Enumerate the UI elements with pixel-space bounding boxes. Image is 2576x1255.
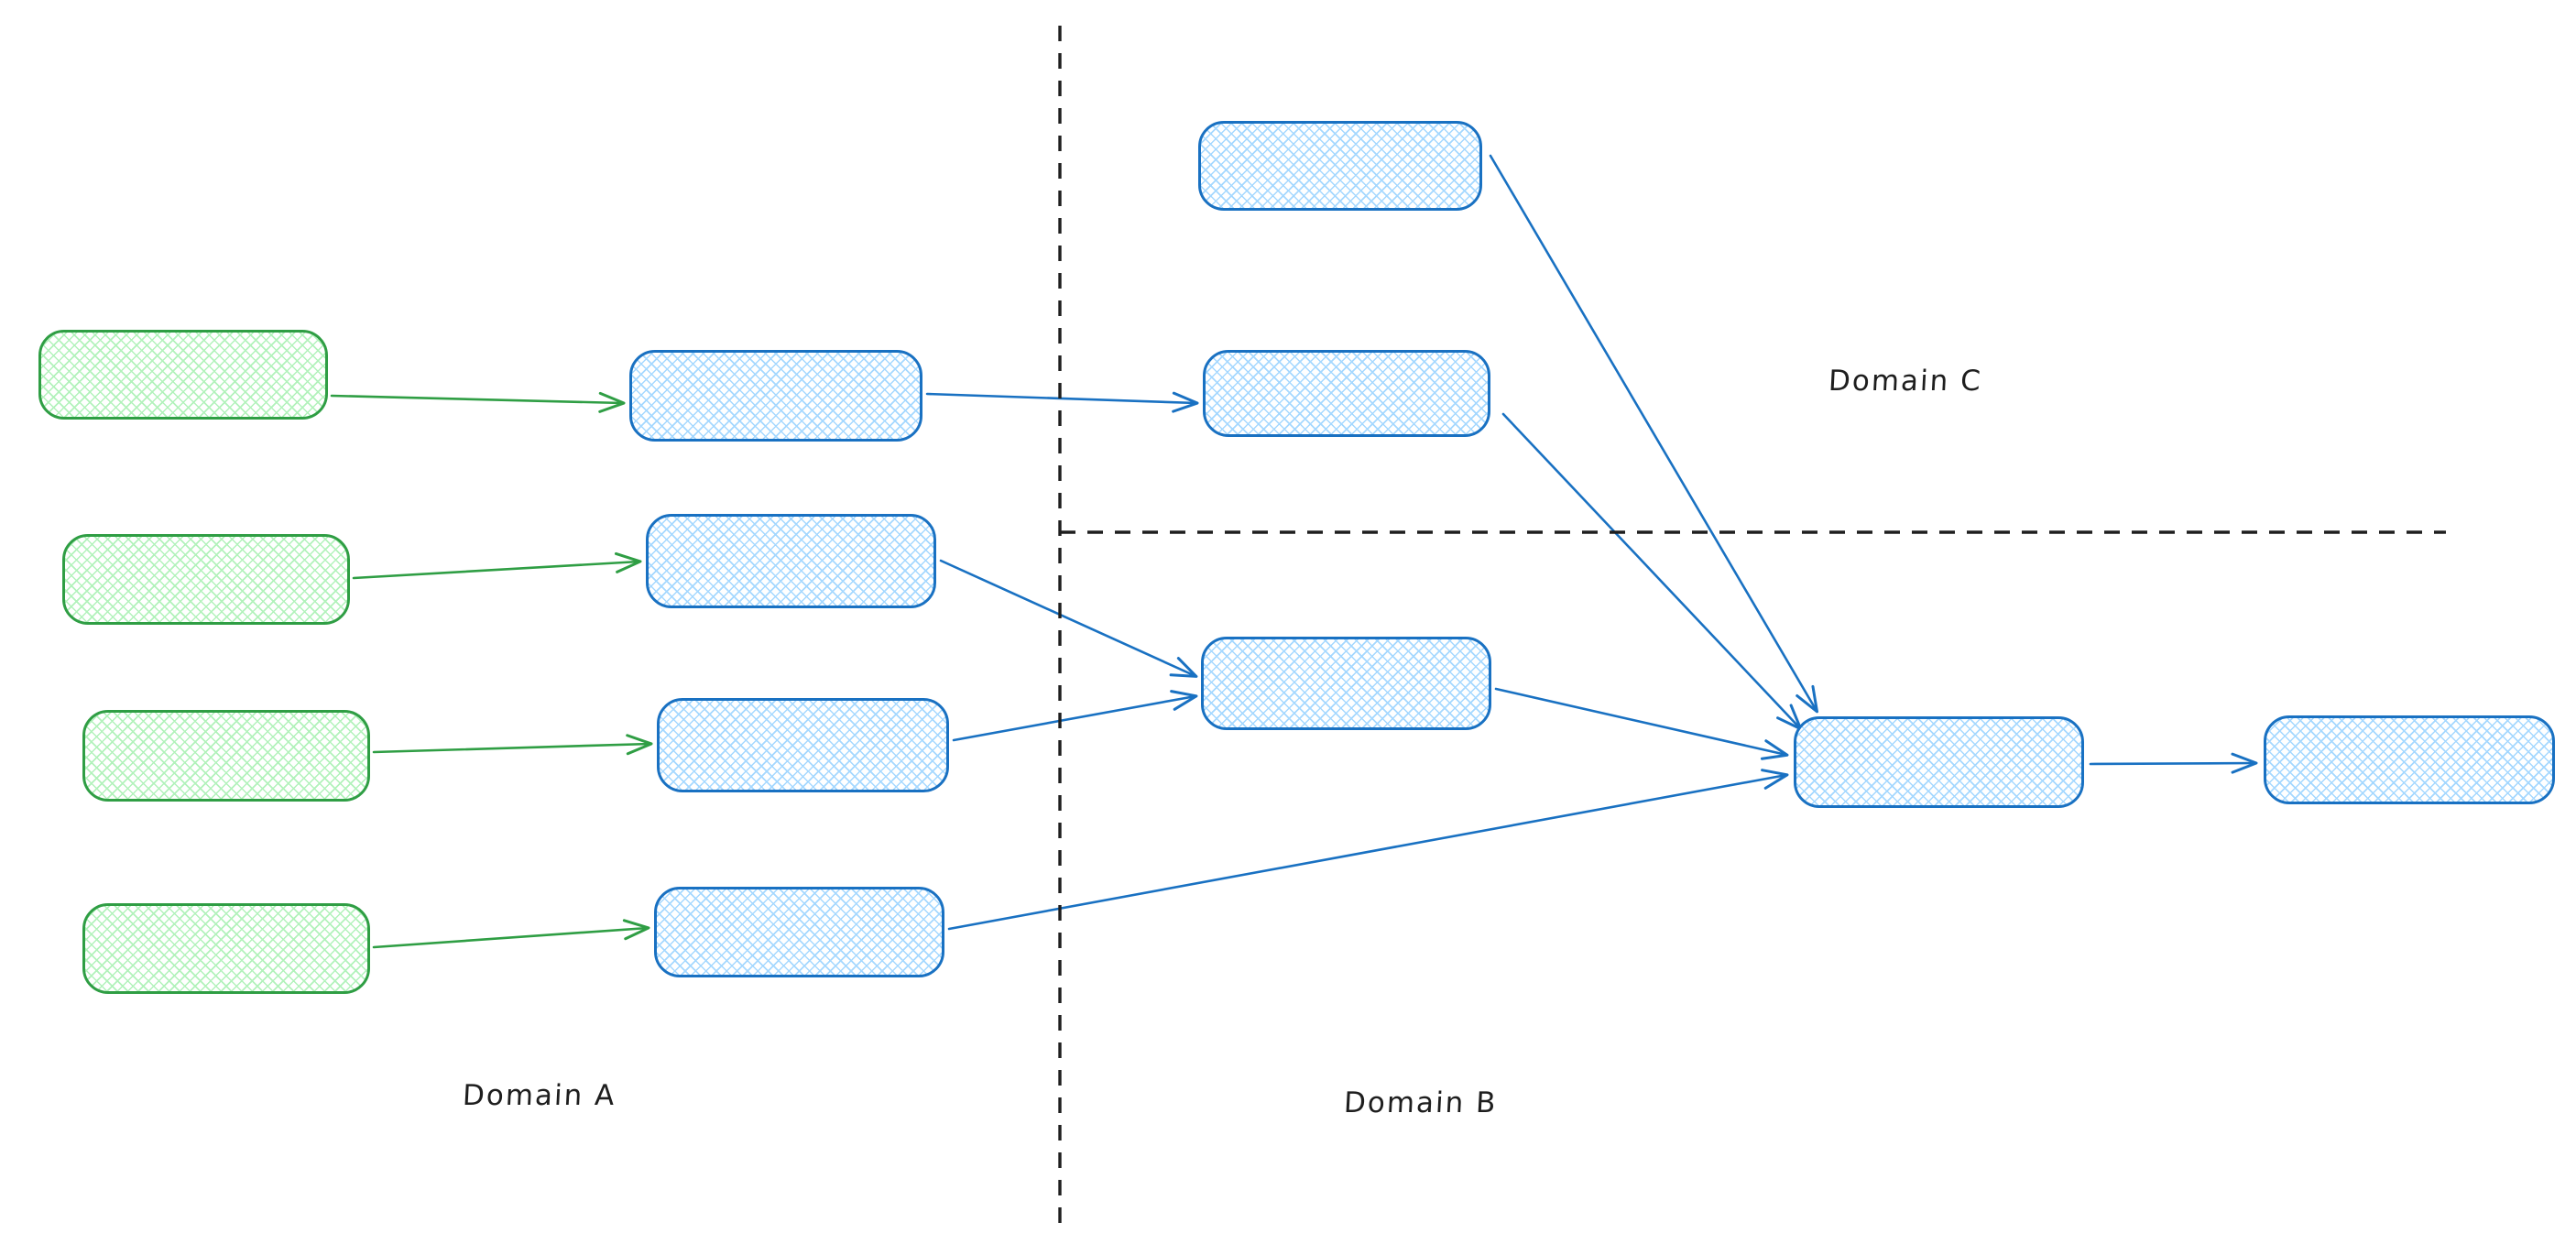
node-blue-domain-b-mid — [1201, 637, 1491, 730]
node-green-source-4 — [82, 903, 370, 994]
node-blue-stage1-4 — [654, 887, 944, 977]
domain-c-label: Domain C — [1828, 365, 1983, 398]
node-blue-stage1-2 — [646, 514, 936, 608]
domain-b-label: Domain B — [1343, 1086, 1499, 1119]
node-green-source-1 — [38, 330, 328, 420]
node-blue-domain-c-mid — [1203, 350, 1490, 437]
node-green-source-2 — [62, 534, 350, 625]
node-green-source-3 — [82, 710, 370, 802]
domain-a-label: Domain A — [462, 1079, 617, 1112]
node-blue-final — [2264, 715, 2555, 804]
node-blue-stage1-1 — [629, 350, 922, 442]
node-blue-aggregator — [1794, 716, 2084, 808]
node-blue-stage1-3 — [657, 698, 949, 792]
node-blue-domain-c-top — [1198, 121, 1482, 211]
